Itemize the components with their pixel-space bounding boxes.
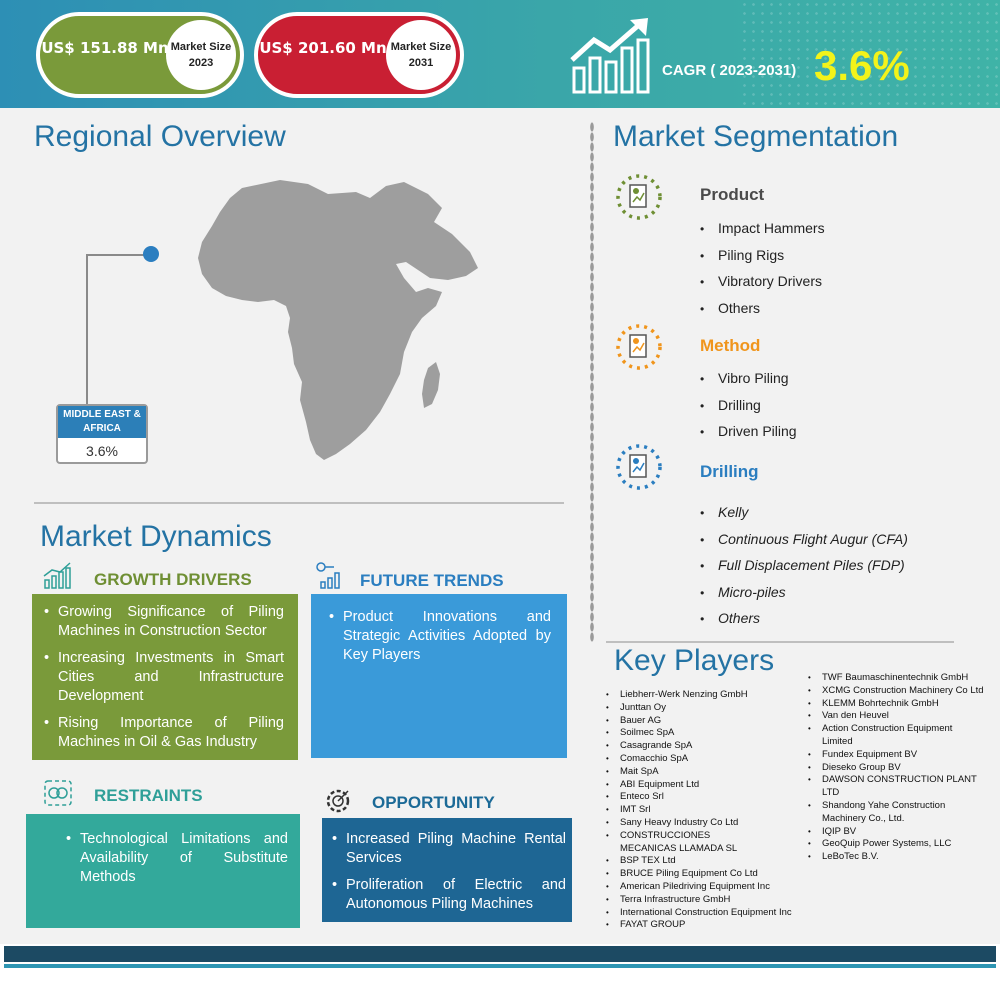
future-trends-box: Product Innovations and Strategic Activi… bbox=[311, 594, 567, 758]
list-item: Terra Infrastructure GmbH bbox=[604, 894, 808, 907]
growth-chart-icon bbox=[570, 18, 650, 94]
growth-drivers-box: Growing Significance of Piling Machines … bbox=[32, 594, 298, 760]
list-item: International Construction Equipment Inc bbox=[604, 907, 808, 920]
list-item: Product Innovations and Strategic Activi… bbox=[329, 608, 551, 665]
list-item: Full Displacement Piles (FDP) bbox=[700, 555, 908, 582]
drilling-segment-icon bbox=[616, 444, 662, 490]
list-item: Proliferation of Electric and Autonomous… bbox=[332, 876, 566, 914]
region-callout: MIDDLE EAST & AFRICA 3.6% bbox=[56, 404, 148, 464]
list-item: Technological Limitations and Availabili… bbox=[66, 830, 288, 887]
list-item: BSP TEX Ltd bbox=[604, 855, 808, 868]
opportunity-icon bbox=[326, 789, 350, 813]
method-segment-title: Method bbox=[700, 336, 761, 355]
list-item: Shandong Yahe Construction Machinery Co.… bbox=[806, 800, 972, 826]
list-item: Driven Piling bbox=[700, 421, 797, 448]
list-item: Bauer AG bbox=[604, 715, 808, 728]
list-item: Dieseko Group BV bbox=[806, 762, 996, 775]
list-item: XCMG Construction Machinery Co Ltd bbox=[806, 685, 996, 698]
list-item: TWF Baumaschinentechnik GmbH bbox=[806, 672, 996, 685]
market-size-2023-pill: US$ 151.88 Mn Market Size 2023 bbox=[36, 12, 244, 98]
market-size-2023-label: Market Size 2023 bbox=[166, 20, 236, 90]
market-segmentation-title: Market Segmentation bbox=[613, 120, 899, 153]
list-item: Van den Heuvel bbox=[806, 710, 996, 723]
growth-drivers-icon bbox=[43, 562, 71, 589]
list-item: Rising Importance of Piling Machines in … bbox=[44, 714, 284, 752]
list-item: Growing Significance of Piling Machines … bbox=[44, 603, 284, 641]
region-pointer-line bbox=[86, 254, 146, 404]
list-item: Piling Rigs bbox=[700, 245, 825, 272]
cagr-label: CAGR ( 2023-2031) bbox=[662, 62, 797, 79]
list-item: IQIP BV bbox=[806, 826, 996, 839]
key-players-left-list: Liebherr-Werk Nenzing GmbH Junttan Oy Ba… bbox=[604, 689, 808, 932]
list-item: Vibratory Drivers bbox=[700, 271, 825, 298]
restraints-icon bbox=[44, 780, 72, 806]
market-size-2031-label: Market Size 2031 bbox=[386, 20, 456, 90]
footer-bar bbox=[4, 946, 996, 962]
list-item: Continuous Flight Augur (CFA) bbox=[700, 529, 908, 556]
cagr-value: 3.6% bbox=[814, 42, 910, 89]
list-item: Enteco Srl bbox=[604, 791, 808, 804]
restraints-box: Technological Limitations and Availabili… bbox=[26, 814, 300, 928]
list-item: ABI Equipment Ltd bbox=[604, 779, 808, 792]
regional-bottom-divider bbox=[34, 502, 564, 504]
market-size-2023-value: US$ 151.88 Mn bbox=[41, 39, 169, 57]
region-pointer-dot bbox=[143, 246, 159, 262]
list-item: Increased Piling Machine Rental Services bbox=[332, 830, 566, 868]
product-segment-icon bbox=[616, 174, 662, 220]
list-item: LeBoTec B.V. bbox=[806, 851, 996, 864]
restraints-title: RESTRAINTS bbox=[94, 786, 203, 805]
drilling-segment-list: Kelly Continuous Flight Augur (CFA) Full… bbox=[700, 502, 908, 635]
header-banner: US$ 151.88 Mn Market Size 2023 US$ 201.6… bbox=[0, 0, 1000, 108]
list-item: Casagrande SpA bbox=[604, 740, 808, 753]
region-callout-label: MIDDLE EAST & AFRICA bbox=[58, 406, 146, 438]
middle-east-africa-map bbox=[198, 180, 478, 460]
list-item: IMT Srl bbox=[604, 804, 808, 817]
list-item: KLEMM Bohrtechnik GmbH bbox=[806, 698, 996, 711]
product-segment-list: Impact Hammers Piling Rigs Vibratory Dri… bbox=[700, 218, 825, 324]
list-item: Action Construction Equipment Limited bbox=[806, 723, 982, 749]
list-item: Others bbox=[700, 608, 908, 635]
segmentation-bottom-divider bbox=[606, 641, 954, 643]
drilling-segment-title: Drilling bbox=[700, 462, 759, 481]
list-item: Soilmec SpA bbox=[604, 727, 808, 740]
list-item: Kelly bbox=[700, 502, 908, 529]
vertical-dotted-divider bbox=[590, 122, 594, 642]
region-callout-value: 3.6% bbox=[86, 443, 118, 459]
list-item: Junttan Oy bbox=[604, 702, 808, 715]
list-item: Vibro Piling bbox=[700, 368, 797, 395]
opportunity-title: OPPORTUNITY bbox=[372, 793, 495, 812]
list-item: BRUCE Piling Equipment Co Ltd bbox=[604, 868, 808, 881]
market-size-2031-value: US$ 201.60 Mn bbox=[259, 39, 387, 57]
list-item: FAYAT GROUP bbox=[604, 919, 808, 932]
future-trends-title: FUTURE TRENDS bbox=[360, 571, 504, 590]
list-item: Drilling bbox=[700, 395, 797, 422]
future-trends-icon bbox=[316, 562, 340, 589]
market-size-2031-pill: US$ 201.60 Mn Market Size 2031 bbox=[254, 12, 464, 98]
list-item: Others bbox=[700, 298, 825, 325]
list-item: Increasing Investments in Smart Cities a… bbox=[44, 649, 284, 706]
list-item: Impact Hammers bbox=[700, 218, 825, 245]
list-item: GeoQuip Power Systems, LLC bbox=[806, 838, 996, 851]
growth-drivers-title: GROWTH DRIVERS bbox=[94, 570, 252, 589]
list-item: DAWSON CONSTRUCTION PLANT LTD bbox=[806, 774, 996, 800]
method-segment-icon bbox=[616, 324, 662, 370]
opportunity-box: Increased Piling Machine Rental Services… bbox=[322, 818, 572, 922]
list-item: Liebherr-Werk Nenzing GmbH bbox=[604, 689, 808, 702]
market-dynamics-title: Market Dynamics bbox=[40, 520, 272, 553]
footer-accent-line bbox=[4, 964, 996, 968]
list-item: CONSTRUCCIONES MECANICAS LLAMADA SL bbox=[604, 830, 764, 856]
list-item: Micro-piles bbox=[700, 582, 908, 609]
list-item: Fundex Equipment BV bbox=[806, 749, 996, 762]
method-segment-list: Vibro Piling Drilling Driven Piling bbox=[700, 368, 797, 448]
header-dot-pattern bbox=[740, 0, 1000, 108]
list-item: Mait SpA bbox=[604, 766, 808, 779]
key-players-title: Key Players bbox=[614, 644, 775, 677]
regional-overview-title: Regional Overview bbox=[34, 120, 286, 153]
list-item: American Piledriving Equipment Inc bbox=[604, 881, 808, 894]
key-players-right-list: TWF Baumaschinentechnik GmbH XCMG Constr… bbox=[806, 672, 996, 864]
list-item: Sany Heavy Industry Co Ltd bbox=[604, 817, 808, 830]
list-item: Comacchio SpA bbox=[604, 753, 808, 766]
product-segment-title: Product bbox=[700, 185, 765, 204]
